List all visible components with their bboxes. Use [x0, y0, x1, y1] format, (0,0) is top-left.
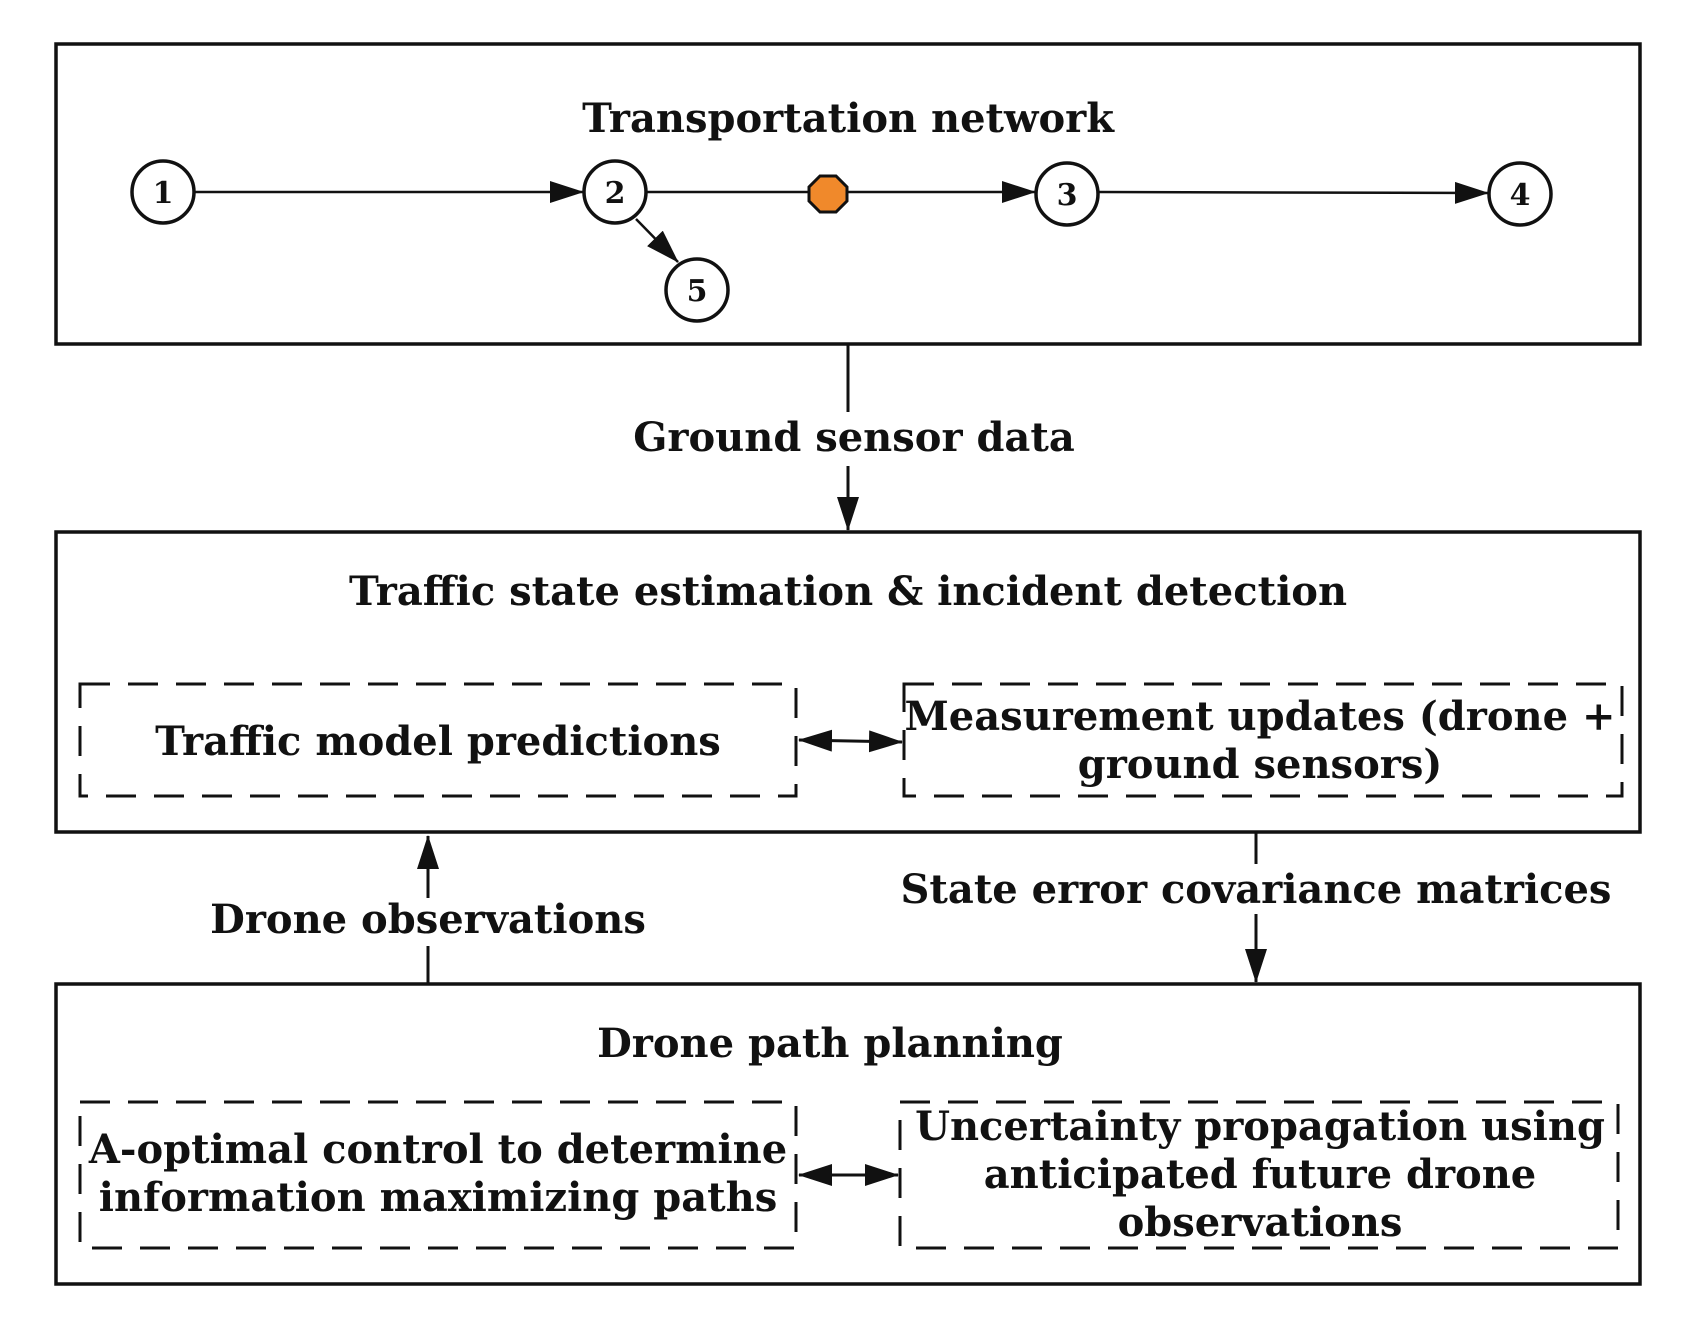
estimation-panel — [54, 530, 1642, 834]
a-optimal-control-box — [78, 1100, 798, 1250]
a-optimal-control-text-line-1: A-optimal control to determine — [88, 1126, 787, 1173]
network-node-4: 4 — [1487, 161, 1553, 227]
network-node-2: 2 — [582, 159, 648, 225]
network-title: Transportation network — [582, 95, 1115, 142]
incident-marker — [807, 174, 849, 214]
drone-observations-label: Drone observations — [210, 896, 646, 943]
uncertainty-propagation-box — [898, 1100, 1620, 1250]
network-node-1-label: 1 — [153, 176, 174, 211]
edge-2-5 — [635, 218, 679, 263]
planning-panel — [54, 982, 1642, 1286]
network-node-1: 1 — [130, 159, 196, 225]
network-node-3-label: 3 — [1057, 178, 1078, 213]
network-node-5: 5 — [664, 257, 730, 323]
uncertainty-propagation-text-line-2: anticipated future drone — [984, 1151, 1536, 1198]
traffic-model-box — [78, 682, 798, 798]
edge-3-4 — [1097, 181, 1489, 204]
estimation-title: Traffic state estimation & incident dete… — [349, 568, 1347, 615]
network-node-4-label: 4 — [1510, 178, 1531, 213]
ground-sensor-label: Ground sensor data — [633, 414, 1075, 461]
network-node-5-label: 5 — [687, 274, 708, 309]
measurement-updates-text-line-1: Measurement updates (drone + — [905, 693, 1616, 740]
covariance-label: State error covariance matrices — [901, 866, 1612, 913]
measurement-updates-box — [902, 682, 1624, 798]
network-node-2-label: 2 — [605, 176, 626, 211]
measurement-updates-text-line-2: ground sensors) — [1078, 741, 1443, 788]
planning-title: Drone path planning — [597, 1020, 1063, 1067]
a-optimal-control-text-line-2: information maximizing paths — [99, 1174, 778, 1221]
traffic-model-text: Traffic model predictions — [155, 718, 721, 765]
uncertainty-propagation-text-line-1: Uncertainty propagation using — [915, 1103, 1605, 1150]
estimation-exchange-arrow — [798, 729, 903, 753]
uncertainty-propagation-text-line-3: observations — [1118, 1199, 1403, 1246]
network-node-3: 3 — [1034, 161, 1100, 227]
